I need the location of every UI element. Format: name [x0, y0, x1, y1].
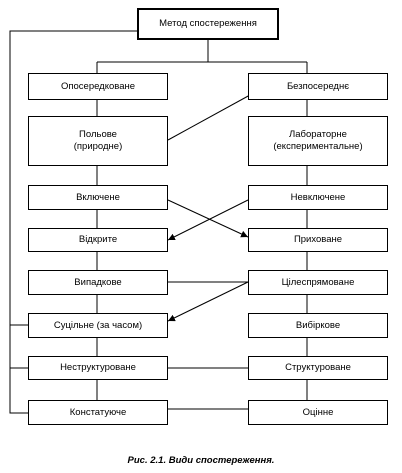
- node-otsinne: Оцінне: [248, 400, 388, 425]
- figure-caption: Рис. 2.1. Види спостереження.: [127, 455, 275, 466]
- node-konstatuiuche: Констатуюче: [28, 400, 168, 425]
- cross-b: [167, 199, 249, 241]
- node-prykhovane: Приховане: [248, 228, 388, 252]
- node-sutsilne: Суцільне (за часом): [28, 313, 168, 338]
- node-bezposerednie: Безпосереднє: [248, 73, 388, 100]
- node-nevkliuchene: Невключене: [248, 185, 388, 210]
- left-spine: [9, 30, 137, 414]
- arrow-tsil-suts: [167, 281, 249, 322]
- node-nestrukturovane: Неструктуроване: [28, 356, 168, 380]
- top-node: Метод спостереження: [137, 8, 279, 40]
- node-oposeredkovane: Опосередковане: [28, 73, 168, 100]
- node-tsilespriamovane: Цілеспрямоване: [248, 270, 388, 295]
- node-laboratorne: Лабораторне (експериментальне): [248, 116, 388, 166]
- node-vidkryte: Відкрите: [28, 228, 168, 252]
- node-vypadkove: Випадкове: [28, 270, 168, 295]
- node-strukturovane: Структуроване: [248, 356, 388, 380]
- node-vybirkove: Вибіркове: [248, 313, 388, 338]
- top-to-mid: [96, 40, 308, 73]
- cross-a: [167, 199, 249, 238]
- node-vkliuchene: Включене: [28, 185, 168, 210]
- diag-bezpos-polove: [167, 94, 251, 141]
- node-polove: Польове (природне): [28, 116, 168, 166]
